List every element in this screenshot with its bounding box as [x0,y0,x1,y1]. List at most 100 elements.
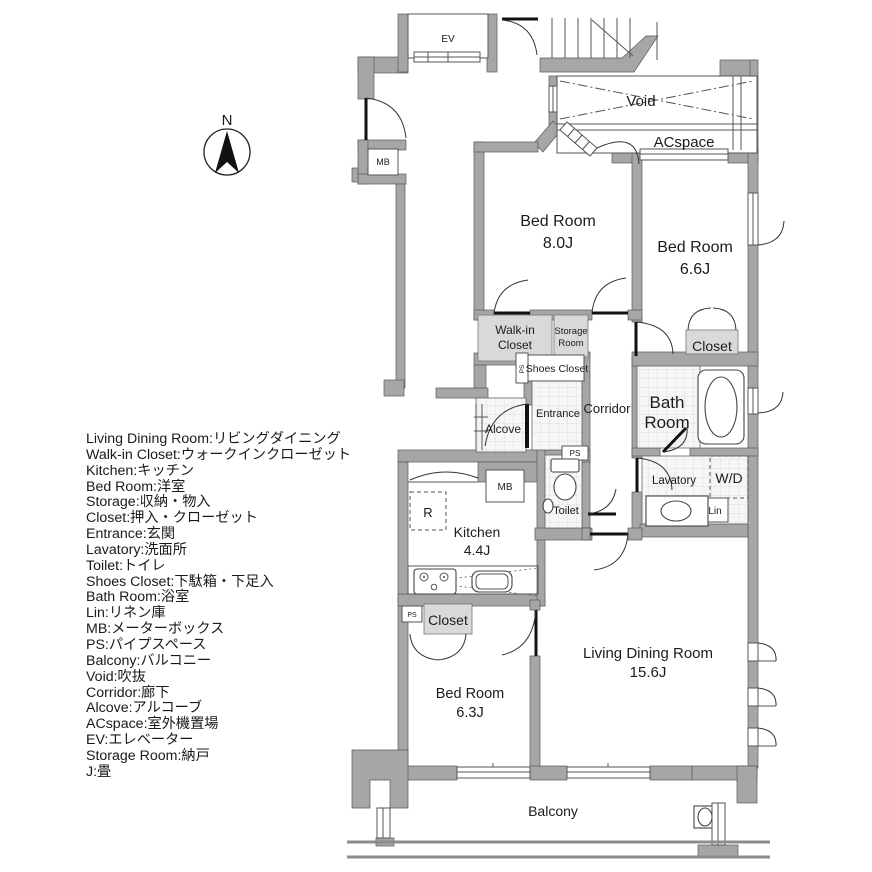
legend-item: Shoes Closet:下駄箱・下足入 [86,573,274,590]
legend-item: J:畳 [86,763,112,780]
legend-item: Storage Room:納戸 [86,747,210,764]
living-name: Living Dining Room [583,645,713,662]
wic-door-arc [493,279,529,314]
storage-room-area [553,314,589,358]
lavatory-door-arc [636,457,673,491]
toilet-door-arc [587,488,617,515]
ps-toilet-label: PS [570,449,581,458]
kitchen-service-door-arc [409,471,479,481]
washer-dryer-box [709,455,749,499]
legend-item: Corridor:廊下 [86,684,170,701]
bedroom1-name: Bed Room [520,213,596,230]
fridge-box [409,491,447,531]
legend-item: Bed Room:洋室 [86,478,186,495]
legend-item: Storage:収納・物入 [86,494,211,511]
lavatory-label: Lavatory [652,475,696,487]
legend-item: Toilet:トイレ [86,557,166,574]
toilet-label: Toilet [553,505,579,517]
living-window-3 [747,727,759,747]
bedroom1-size: 8.0J [543,235,573,252]
legend-item: Living Dining Room:リビングダイニング [86,431,341,447]
closet3-bifold-left [409,633,439,661]
closet2-bifold-right [712,307,737,331]
wic-line2: Closet [498,338,533,352]
bath-line2: Room [644,413,689,432]
void-label: Void [626,93,655,110]
walk-in-closet-area [477,314,553,362]
interior-doors [408,277,737,661]
corridor-label: Corridor [584,401,632,416]
alcove-step [474,404,488,450]
north-arrow-icon [215,131,239,173]
closet3-bifold-right [437,633,467,661]
legend-item: Lavatory:洗面所 [86,541,187,558]
bedroom2-name: Bed Room [657,239,733,256]
legend: Living Dining Room:リビングダイニング Walk-in Clo… [86,431,351,781]
front-door-arc [484,403,528,447]
legend-item: Alcove:アルコーブ [86,700,203,717]
stairs [551,18,658,60]
ps-kitchen-label: PS [407,612,417,619]
legend-item: Lin:リネン庫 [86,605,166,622]
legend-item: Balcony:バルコニー [86,652,212,669]
meter-box-outside [367,148,399,176]
compass-north-label: N [222,112,233,129]
mb-kitchen-label: MB [498,482,513,493]
living-window-1 [747,642,759,662]
common-area [364,13,758,176]
mb-outside-label: MB [376,157,390,167]
legend-item: EV:エレベーター [86,732,194,749]
ps-box-kitchen [401,605,423,623]
balcony-partitions [376,802,726,846]
lavatory-sink [645,495,709,527]
stair-hall-door-arc [501,19,538,56]
kitchen-counter [407,565,539,597]
compass: N [203,112,251,176]
elevator-shaft [407,13,489,59]
kitchen-name: Kitchen [454,524,501,540]
bath-door-arc [662,426,688,453]
bedroom3-name: Bed Room [436,686,505,702]
fixtures [347,369,770,859]
living-size: 15.6J [630,664,667,681]
fridge-label: R [423,505,432,520]
wic-line1: Walk-in [495,323,535,337]
shoes-closet-box [527,354,585,382]
closet-bedroom3-area [423,603,473,635]
entrance-label: Entrance [536,408,580,420]
legend-item: ACspace:室外機置場 [86,716,219,733]
legend-item: Closet:押入・クローゼット [86,510,258,527]
legend-item: Entrance:玄関 [86,526,176,543]
legend-item: Kitchen:キッチン [86,462,195,479]
stove [413,568,457,595]
closet-fills [423,314,739,635]
closet-bedroom2-label: Closet [692,338,732,354]
lobby-door-arc [365,97,407,139]
closet-bedroom3-label: Closet [428,612,468,628]
closet-bedroom2-area [685,329,739,355]
meter-box-kitchen [485,469,525,503]
bedroom1-door-arc [591,277,627,314]
alcove-label: Alcove [485,422,521,436]
bedroom2-door-arc [635,321,674,355]
alcove-floor [475,397,527,453]
closet2-bifold-left [687,307,712,331]
legend-item: Bath Room:浴室 [86,589,190,606]
legend-item: PS:パイプスペース [86,636,207,653]
legend-item: MB:メーターボックス [86,621,225,638]
ps-strip-label: PS [519,364,526,373]
shoes-closet-label: Shoes Closet [526,363,589,375]
bathtub [697,369,745,445]
toilet-fixture [542,458,580,514]
service-boxes [401,352,749,623]
living-door-arc [593,533,629,571]
bath-door-leaf [661,426,688,454]
balcony-label: Balcony [528,803,578,819]
bedroom3-door-arc [501,609,537,656]
entrance-floor [531,377,583,451]
kitchen-size: 4.4J [464,542,490,558]
bedroom2-size: 6.6J [680,261,710,278]
storage-line2: Room [558,338,583,349]
